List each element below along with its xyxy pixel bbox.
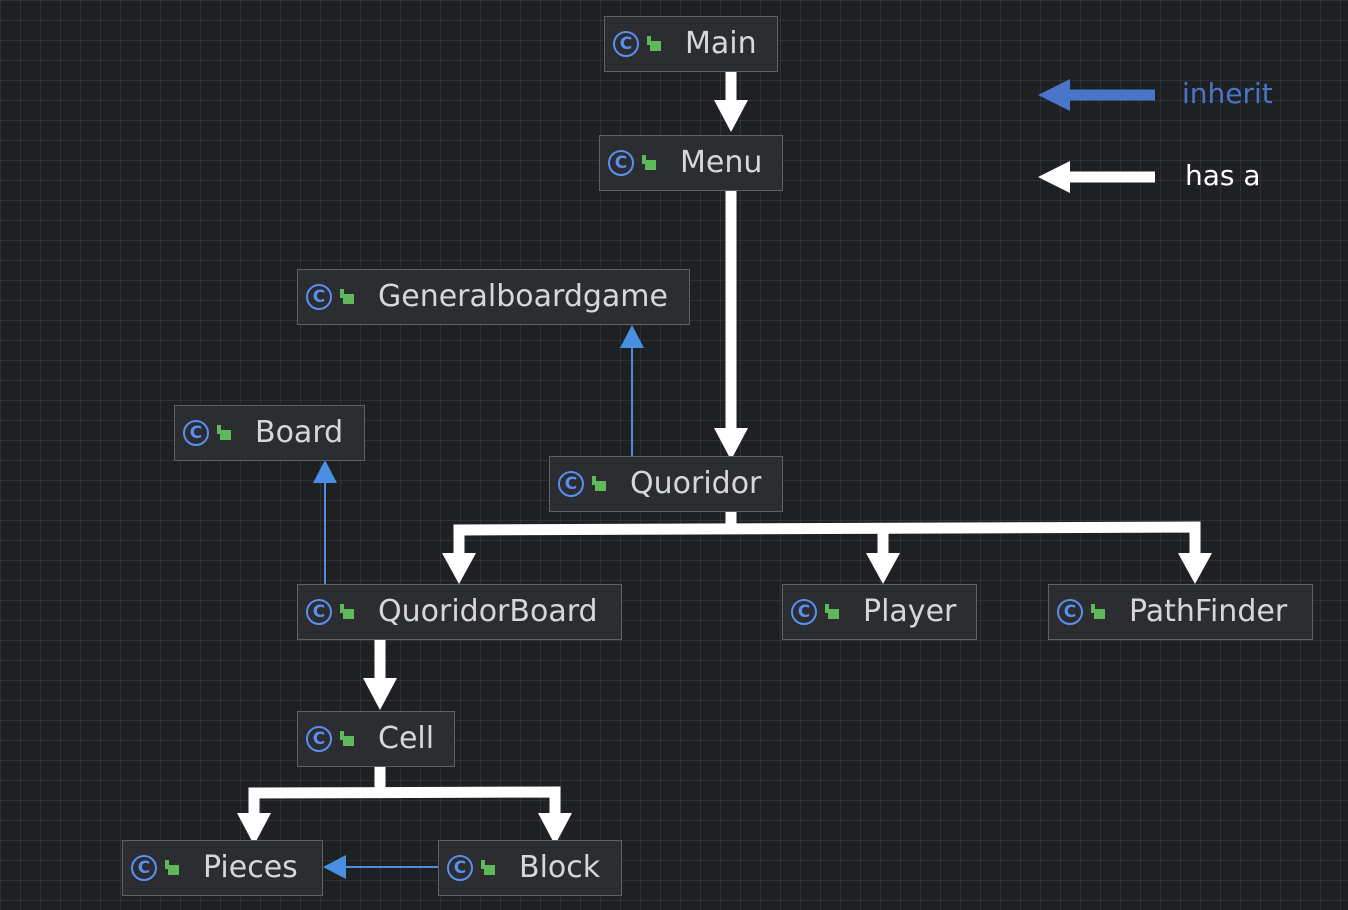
class-node-pieces[interactable]: C Pieces <box>122 840 323 896</box>
class-node-block[interactable]: C Block <box>438 840 622 896</box>
public-visibility-icon <box>825 604 839 620</box>
public-visibility-icon <box>647 36 661 52</box>
has-a-edge-main-menu <box>714 71 748 132</box>
class-node-menu[interactable]: C Menu <box>599 135 783 191</box>
has-a-edge-quoridorboard-cell <box>363 638 397 710</box>
class-name-block: Block <box>519 850 601 885</box>
class-c-icon: C <box>791 599 817 625</box>
public-visibility-icon <box>340 289 354 305</box>
class-name-cell: Cell <box>378 721 435 756</box>
class-node-main[interactable]: C Main <box>604 16 778 72</box>
class-name-quoridor: Quoridor <box>630 466 762 501</box>
class-node-cell[interactable]: C Cell <box>297 711 455 767</box>
class-name-generalboardgame: Generalboardgame <box>378 279 668 314</box>
class-c-icon: C <box>183 420 209 446</box>
class-c-icon: C <box>306 726 332 752</box>
legend-has-a-arrow <box>1038 161 1155 193</box>
has-a-edge-quoridor-children <box>442 504 1212 584</box>
class-name-board: Board <box>255 415 344 450</box>
class-node-quoridor[interactable]: C Quoridor <box>549 456 783 512</box>
class-name-quoridorboard: QuoridorBoard <box>378 594 598 629</box>
class-c-icon: C <box>608 150 634 176</box>
class-c-icon: C <box>306 284 332 310</box>
inherit-edge-quoridorboard-board <box>313 460 337 584</box>
class-node-player[interactable]: C Player <box>782 584 977 640</box>
class-node-quoridorboard[interactable]: C QuoridorBoard <box>297 584 622 640</box>
inherit-edge-quoridor-generalboardgame <box>620 325 644 456</box>
class-name-pieces: Pieces <box>203 850 298 885</box>
public-visibility-icon <box>481 860 495 876</box>
public-visibility-icon <box>592 476 606 492</box>
class-c-icon: C <box>131 855 157 881</box>
legend-inherit-arrow <box>1038 79 1155 111</box>
legend-inherit-label: inherit <box>1182 77 1273 110</box>
class-node-generalboardgame[interactable]: C Generalboardgame <box>297 269 690 325</box>
public-visibility-icon <box>217 425 231 441</box>
class-name-main: Main <box>685 26 757 61</box>
public-visibility-icon <box>340 731 354 747</box>
class-name-menu: Menu <box>680 145 763 180</box>
class-c-icon: C <box>1057 599 1083 625</box>
class-node-board[interactable]: C Board <box>174 405 365 461</box>
has-a-edge-cell-children <box>237 765 572 845</box>
has-a-edge-menu-quoridor <box>714 190 748 460</box>
public-visibility-icon <box>1091 604 1105 620</box>
class-c-icon: C <box>558 471 584 497</box>
public-visibility-icon <box>165 860 179 876</box>
inherit-edge-block-pieces <box>323 855 438 879</box>
public-visibility-icon <box>340 604 354 620</box>
class-name-pathfinder: PathFinder <box>1129 594 1288 629</box>
legend-has-a-label: has a <box>1185 159 1261 192</box>
public-visibility-icon <box>642 155 656 171</box>
class-c-icon: C <box>447 855 473 881</box>
class-c-icon: C <box>613 31 639 57</box>
class-c-icon: C <box>306 599 332 625</box>
class-node-pathfinder[interactable]: C PathFinder <box>1048 584 1313 640</box>
class-name-player: Player <box>863 594 957 629</box>
